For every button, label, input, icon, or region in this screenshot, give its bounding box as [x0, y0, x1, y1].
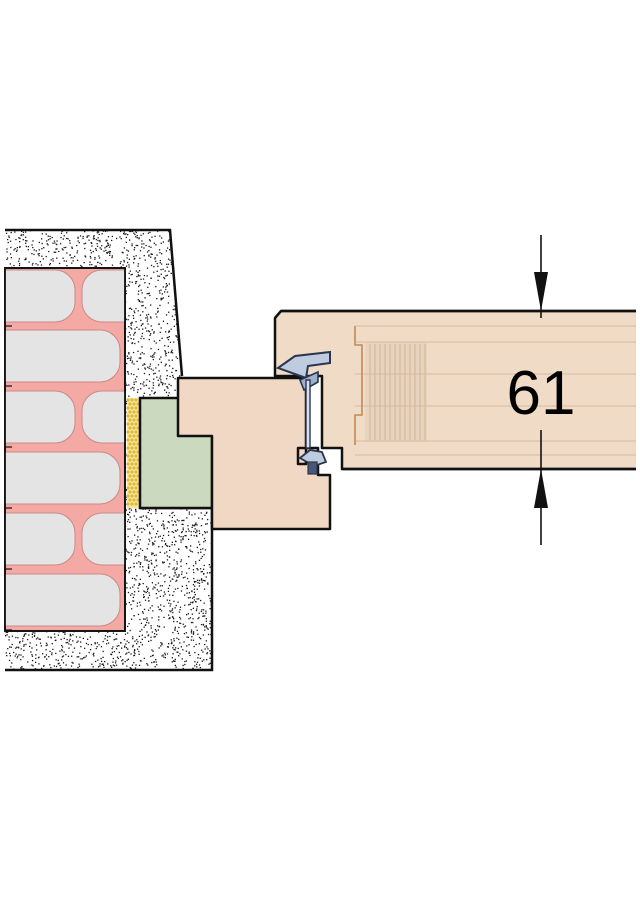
arrow-down-icon — [534, 272, 548, 311]
thickness-dimension: 61 — [507, 235, 576, 545]
brick-masonry — [4, 267, 126, 632]
seal-profile — [275, 350, 331, 475]
door-core-lines — [369, 344, 426, 440]
foam-insulation-strip — [126, 398, 140, 508]
door-leaf — [273, 309, 636, 471]
door-frame — [176, 376, 332, 531]
door-core — [365, 342, 427, 442]
door-core-edge — [354, 326, 363, 445]
door-surface-lines — [355, 325, 636, 456]
arrow-up-icon — [534, 469, 548, 508]
dimension-value: 61 — [507, 359, 576, 428]
